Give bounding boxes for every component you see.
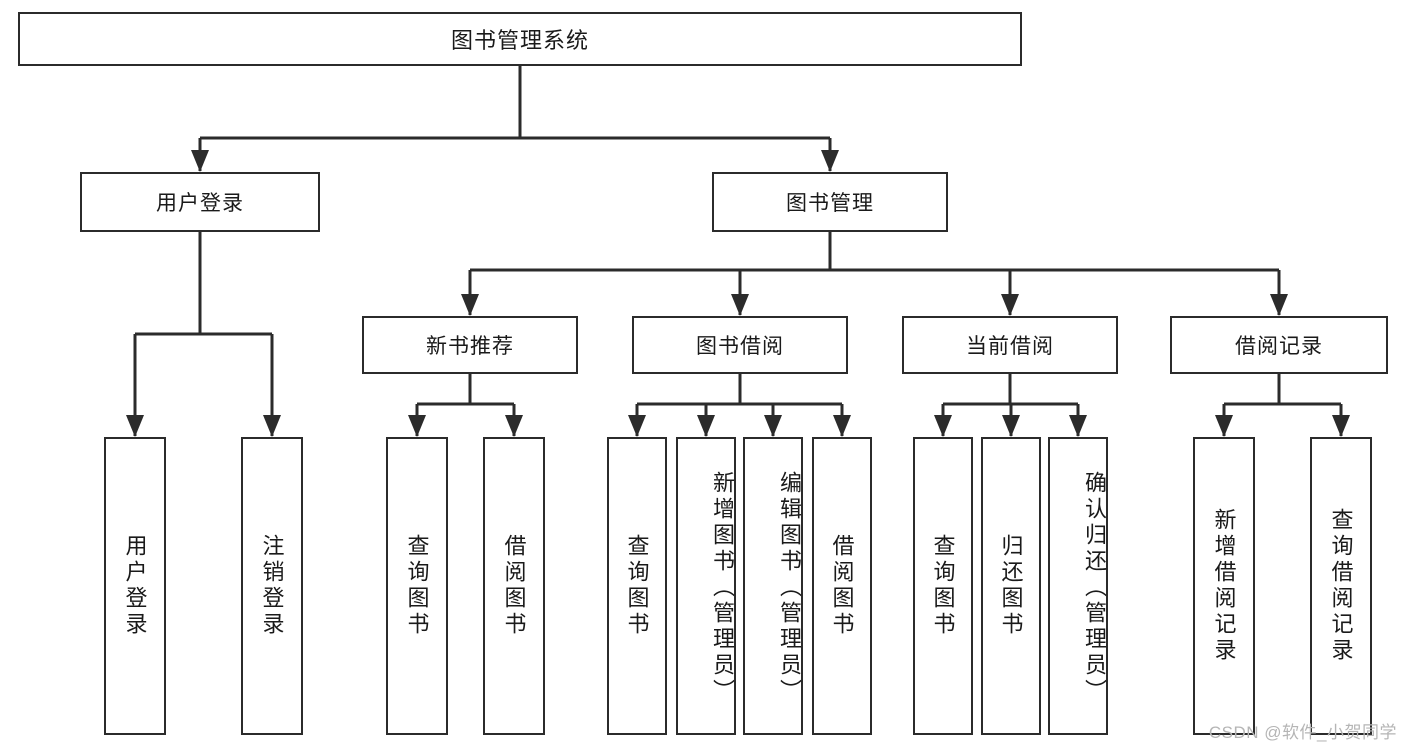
node-leaf-cur-3: 确认归还（管理员）	[1048, 437, 1108, 735]
arrowhead-leaf-login-1	[126, 415, 144, 437]
node-label: 借阅图书	[829, 534, 855, 638]
node-record: 借阅记录	[1170, 316, 1388, 374]
arrowhead-leaf-bor-4	[833, 415, 851, 437]
arrowhead-leaf-rec-1	[1215, 415, 1233, 437]
node-label: 当前借阅	[966, 335, 1054, 358]
arrowhead-leaf-cur-3	[1069, 415, 1087, 437]
node-leaf-bor-3: 编辑图书（管理员）	[743, 437, 803, 735]
node-label: 借阅记录	[1235, 335, 1323, 358]
arrowhead-newbook	[461, 294, 479, 316]
node-leaf-new-1: 查询图书	[386, 437, 448, 735]
node-newbook: 新书推荐	[362, 316, 578, 374]
node-borrow: 图书借阅	[632, 316, 848, 374]
node-label: 查询借阅记录	[1328, 508, 1354, 664]
node-label: 编辑图书（管理员）	[777, 471, 802, 705]
arrowhead-borrow	[731, 294, 749, 316]
arrowhead-leaf-cur-2	[1002, 415, 1020, 437]
node-current: 当前借阅	[902, 316, 1118, 374]
arrowhead-leaf-bor-2	[697, 415, 715, 437]
node-label: 用户登录	[156, 192, 244, 215]
node-label: 借阅图书	[501, 534, 527, 638]
node-bookmgr: 图书管理	[712, 172, 948, 232]
node-label: 查询图书	[404, 534, 430, 638]
node-label: 图书管理	[786, 192, 874, 215]
arrowhead-leaf-cur-1	[934, 415, 952, 437]
node-label: 归还图书	[998, 534, 1024, 638]
arrowhead-leaf-login-2	[263, 415, 281, 437]
node-label: 图书借阅	[696, 335, 784, 358]
arrowhead-login	[191, 150, 209, 172]
node-label: 新书推荐	[426, 335, 514, 358]
node-leaf-bor-4: 借阅图书	[812, 437, 872, 735]
node-label: 注销登录	[259, 534, 285, 638]
node-login: 用户登录	[80, 172, 320, 232]
node-leaf-cur-2: 归还图书	[981, 437, 1041, 735]
node-leaf-login-1: 用户登录	[104, 437, 166, 735]
arrowhead-leaf-new-2	[505, 415, 523, 437]
watermark: CSDN @软件_小贺同学	[1208, 723, 1397, 742]
node-leaf-bor-1: 查询图书	[607, 437, 667, 735]
arrowhead-leaf-rec-2	[1332, 415, 1350, 437]
node-label: 查询图书	[624, 534, 650, 638]
node-leaf-new-2: 借阅图书	[483, 437, 545, 735]
arrowhead-current	[1001, 294, 1019, 316]
node-label: 查询图书	[930, 534, 956, 638]
node-leaf-rec-1: 新增借阅记录	[1193, 437, 1255, 735]
node-label: 图书管理系统	[450, 28, 589, 53]
node-label: 用户登录	[122, 534, 148, 638]
node-label: 新增借阅记录	[1211, 508, 1237, 664]
node-label: 新增图书（管理员）	[710, 471, 735, 705]
node-leaf-login-2: 注销登录	[241, 437, 303, 735]
node-leaf-bor-2: 新增图书（管理员）	[676, 437, 736, 735]
node-root: 图书管理系统	[18, 12, 1022, 66]
arrowhead-bookmgr	[821, 150, 839, 172]
node-leaf-rec-2: 查询借阅记录	[1310, 437, 1372, 735]
arrowhead-leaf-bor-1	[628, 415, 646, 437]
arrowhead-leaf-new-1	[408, 415, 426, 437]
node-leaf-cur-1: 查询图书	[913, 437, 973, 735]
arrowhead-record	[1270, 294, 1288, 316]
arrowhead-leaf-bor-3	[764, 415, 782, 437]
node-label: 确认归还（管理员）	[1082, 471, 1107, 705]
